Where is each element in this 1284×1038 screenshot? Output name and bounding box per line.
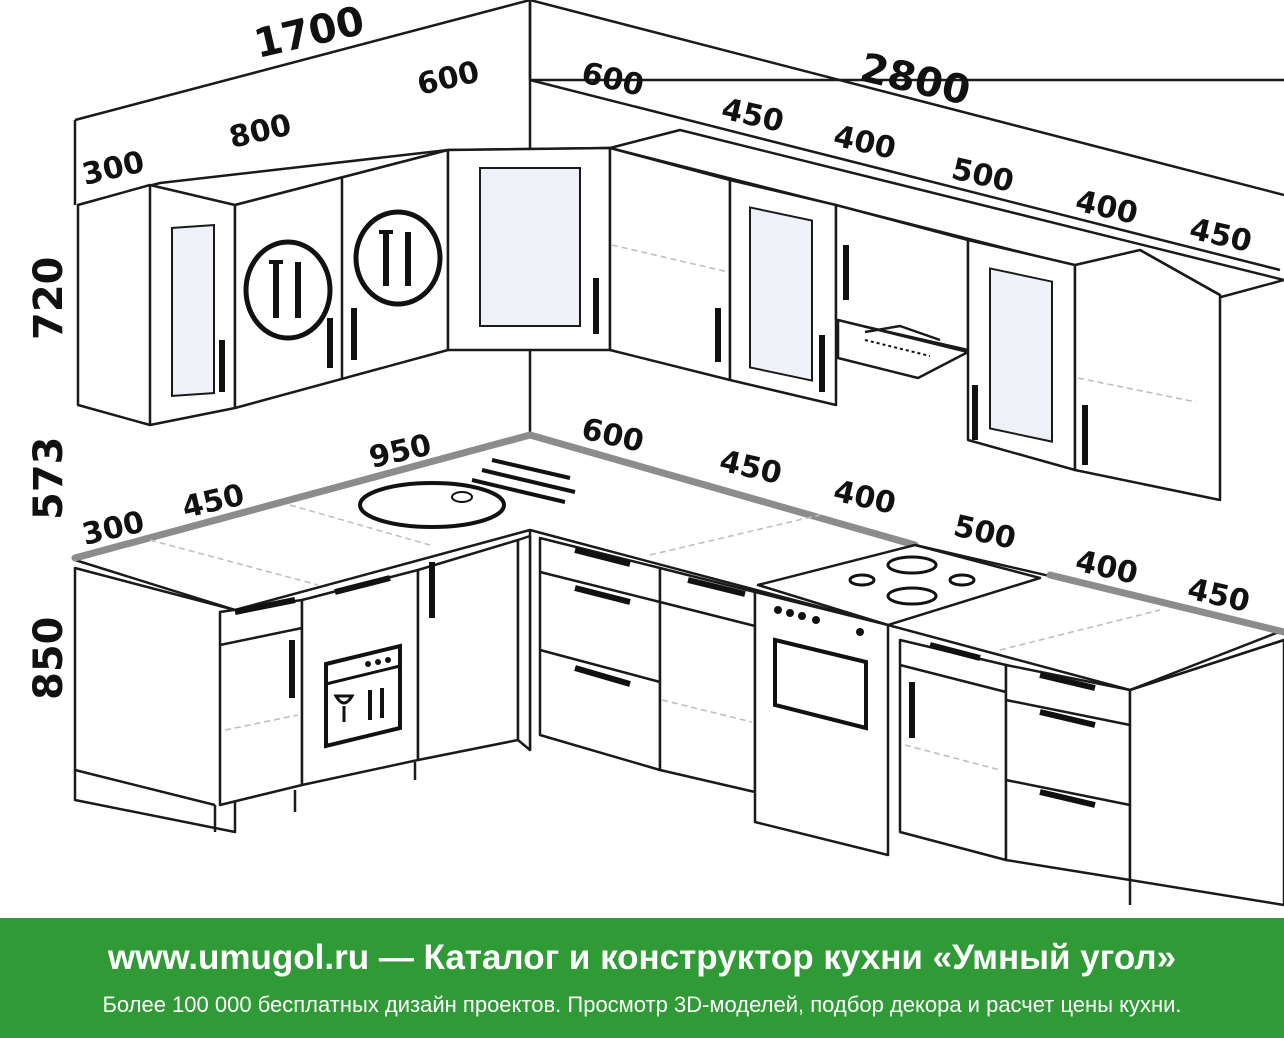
lower-end-panel bbox=[73, 566, 237, 834]
upper-cabinets-right bbox=[608, 128, 1284, 502]
drawer-handle bbox=[929, 642, 981, 661]
dim-upper-right-6: 450 bbox=[1186, 212, 1255, 260]
dim-upper-left-2: 800 bbox=[226, 108, 295, 156]
drawer-handle bbox=[574, 665, 631, 687]
dim-height-upper: 720 bbox=[26, 257, 72, 341]
dim-upper-left-1: 300 bbox=[79, 145, 148, 193]
dim-upper-left-3: 600 bbox=[414, 55, 483, 103]
upper-cabinet-450 bbox=[608, 146, 732, 382]
dim-lower-right-2: 450 bbox=[716, 444, 785, 492]
banner-subtitle: Более 100 000 бесплатных дизайн проектов… bbox=[102, 992, 1182, 1017]
dim-upper-right-1: 600 bbox=[578, 56, 647, 104]
oven-cabinet bbox=[753, 590, 890, 857]
lower-cabinet-450 bbox=[658, 566, 757, 794]
drawer-handle bbox=[574, 585, 631, 605]
dimension-labels: 1700 2800 300 800 600 600 450 400 500 40… bbox=[26, 0, 1255, 700]
dim-height-lower: 850 bbox=[26, 617, 72, 701]
drawer-handle bbox=[1039, 709, 1096, 728]
upper-cabinets-left bbox=[76, 146, 612, 427]
dim-total-right: 2800 bbox=[856, 45, 975, 115]
glass-door-panel bbox=[479, 167, 581, 327]
kitchen-diagram: 1700 2800 300 800 600 600 450 400 500 40… bbox=[26, 0, 1284, 907]
dim-lower-right-4: 500 bbox=[950, 509, 1019, 557]
glass-door-panel bbox=[749, 206, 813, 382]
glass-door-panel bbox=[171, 223, 215, 398]
promo-banner: www.umugol.ru — Каталог и конструктор ку… bbox=[0, 918, 1284, 1038]
upper-cabinet-450-end bbox=[1073, 248, 1222, 502]
range-hood-icon bbox=[836, 318, 970, 380]
lower-cabinet-450-end bbox=[1004, 663, 1132, 882]
sink-icon bbox=[358, 458, 576, 529]
oven-icon bbox=[773, 606, 868, 731]
drawer-handle bbox=[334, 575, 391, 595]
lower-cabinets-left bbox=[73, 534, 532, 834]
dim-upper-right-2: 450 bbox=[718, 92, 787, 140]
drawer-handle bbox=[1039, 672, 1096, 691]
drawer-handle bbox=[687, 577, 746, 597]
dim-upper-right-4: 500 bbox=[948, 152, 1017, 200]
dishwasher-icon bbox=[324, 643, 402, 749]
hob-burner-icon bbox=[756, 543, 1042, 627]
dim-height-gap: 573 bbox=[26, 437, 72, 521]
banner-title[interactable]: www.umugol.ru — Каталог и конструктор ку… bbox=[107, 938, 1177, 977]
glass-door-panel bbox=[989, 267, 1053, 443]
countertop bbox=[71, 431, 1284, 692]
dim-upper-right-5: 400 bbox=[1072, 184, 1141, 232]
plate-cutlery-icon bbox=[243, 239, 333, 341]
lower-cabinets-right bbox=[538, 536, 1284, 907]
dim-lower-right-3: 400 bbox=[830, 474, 899, 522]
lower-cabinet-500 bbox=[898, 638, 1008, 862]
drawer-handle bbox=[1039, 789, 1096, 808]
lower-corner-panel bbox=[516, 534, 532, 752]
drawer-handle bbox=[574, 547, 631, 567]
plate-cutlery-icon bbox=[353, 209, 443, 307]
drawer-handle bbox=[234, 597, 296, 615]
